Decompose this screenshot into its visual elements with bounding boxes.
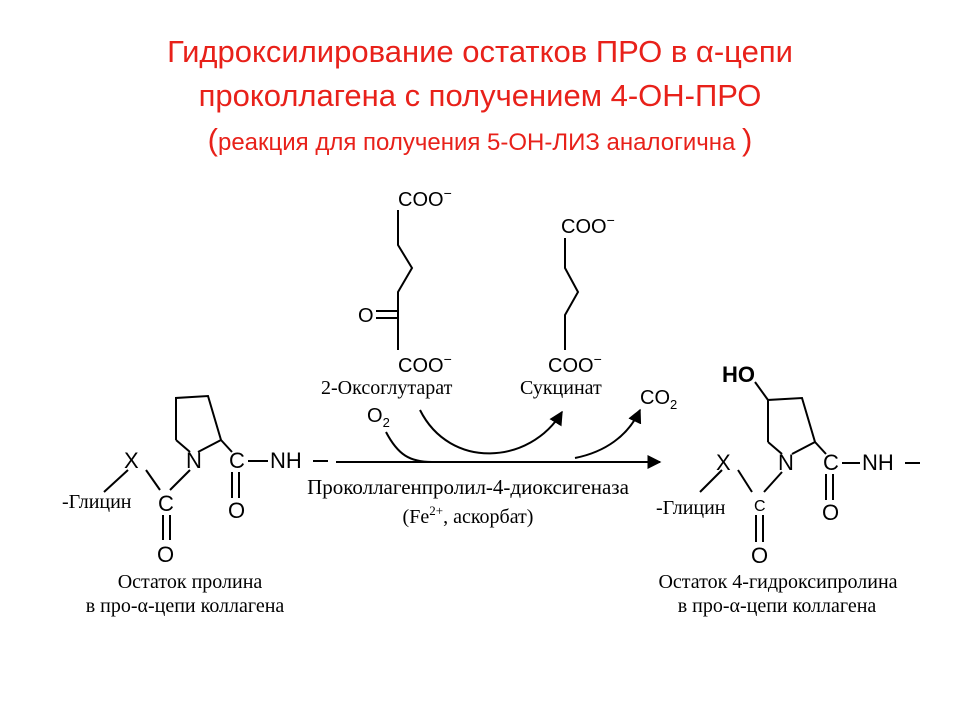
slide-title: Гидроксилирование остатков ПРО в α-цепи …: [0, 30, 960, 165]
oxo-coo-bottom: COO−: [398, 351, 452, 377]
r-x-n-bond: [737, 469, 753, 493]
left-o2-label: O: [157, 542, 174, 567]
oxoglutarate-chain: [397, 210, 414, 350]
o2-curve-arrow: [385, 431, 433, 463]
right-x-label: X: [716, 450, 731, 475]
left-o-label: O: [228, 498, 245, 523]
left-glycine-label: -Глицин: [62, 491, 132, 513]
x-n-bond: [145, 469, 161, 491]
hydroxyproline-residue: [699, 381, 920, 542]
o2-label: O2: [367, 405, 390, 430]
succinate-chain: [564, 238, 580, 350]
oxoglutarate-name: 2-Оксоглутарат: [321, 377, 453, 399]
succinate-name: Сукцинат: [520, 377, 602, 399]
left-x-label: X: [124, 448, 139, 473]
oxo-o-label: O: [358, 305, 374, 327]
right-ho-label: HO: [722, 362, 755, 387]
title-line-3-text: реакция для получения 5-ОН-ЛИЗ аналогичн…: [217, 129, 736, 156]
hydroxyproline-ring: [767, 396, 817, 455]
right-nh-label: NH: [862, 450, 894, 475]
right-n-label: N: [778, 450, 794, 475]
right-c2-label: C: [754, 498, 766, 515]
left-c-label: C: [229, 448, 245, 473]
left-caption-2: в про-α-цепи коллагена: [86, 595, 285, 617]
co2-label: CO2: [640, 387, 677, 412]
x-glycine-bond: [103, 469, 129, 493]
oxoglutarate: COO− O COO− O2 2-Оксоглутарат: [321, 185, 453, 430]
left-caption-1: Остаток пролина: [118, 571, 263, 593]
title-paren-open: (: [207, 122, 218, 157]
left-c2-label: C: [158, 491, 174, 516]
left-nh-label: NH: [270, 448, 302, 473]
ho-bond: [754, 381, 769, 401]
left-n-label: N: [186, 448, 202, 473]
title-line-3: (реакция для получения 5-ОН-ЛИЗ аналогич…: [0, 118, 960, 165]
proline-ring: [175, 394, 223, 453]
right-o-label: O: [822, 500, 839, 525]
r-calpha-c-bond: [814, 441, 827, 455]
co2-curve-arrow: [574, 408, 642, 459]
title-line-1: Гидроксилирование остатков ПРО в α-цепи: [167, 34, 793, 69]
r-x-glycine-bond: [699, 469, 723, 493]
title-paren-close: ): [742, 122, 753, 157]
right-caption-2: в про-α-цепи коллагена: [678, 595, 877, 617]
oxo-coo-top: COO−: [398, 185, 452, 211]
right-glycine-label: -Глицин: [656, 497, 726, 519]
proline-residue: [103, 394, 328, 540]
r-ring-n-bond: [767, 441, 783, 455]
succinate: COO− COO− CO2 Сукцинат: [520, 212, 677, 412]
n-c-bond: [169, 469, 191, 491]
enzyme-name: Проколлагенпролил-4-диоксигеназа: [307, 475, 630, 499]
title-line-2: проколлагена с получением 4-ОН-ПРО: [198, 78, 762, 113]
right-o2-label: O: [751, 543, 768, 568]
r-n-c-bond: [763, 471, 783, 493]
right-c-label: C: [823, 450, 839, 475]
succ-coo-top: COO−: [561, 212, 615, 238]
succinate-curve-arrow: [419, 409, 563, 455]
calpha-c-bond: [220, 439, 233, 453]
enzyme-cofactors: (Fe2+, аскорбат): [403, 503, 534, 528]
succ-coo-bottom: COO−: [548, 351, 602, 377]
ring-n-bond: [175, 439, 191, 453]
right-caption-1: Остаток 4-гидроксипролина: [658, 571, 897, 593]
